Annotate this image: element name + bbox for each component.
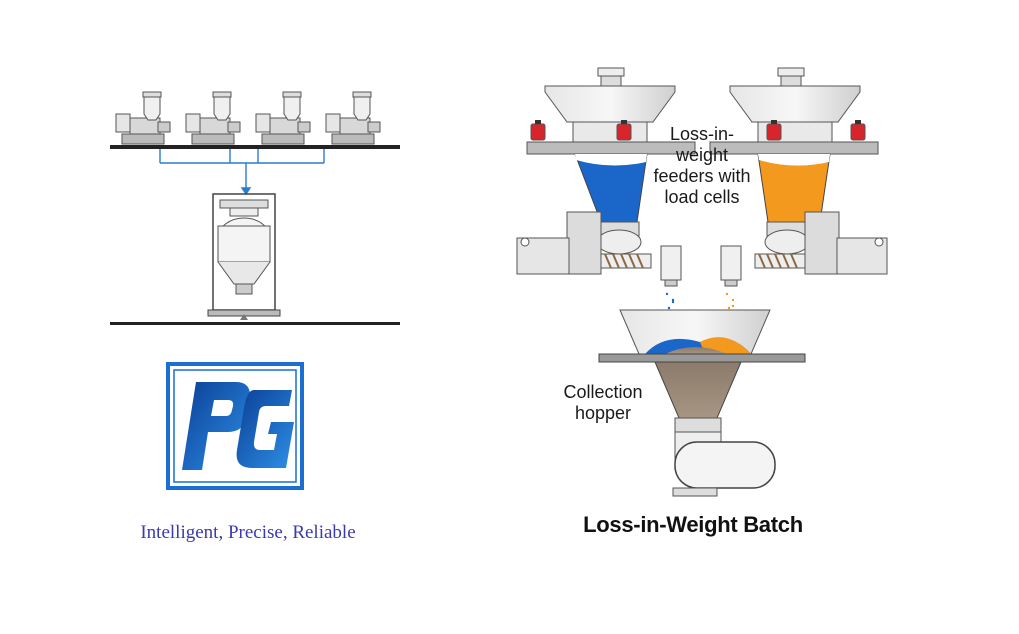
pg-logo <box>166 362 304 490</box>
upper-floor-beam <box>110 145 400 149</box>
feeder-label-line: feeders with <box>653 166 751 186</box>
feeder-label-line: Loss-in- <box>669 124 735 144</box>
small-feeder-3 <box>255 91 311 145</box>
logo-frame <box>166 362 304 490</box>
loss-in-weight-diagram <box>516 67 888 497</box>
feeder-line-schematic <box>110 91 400 325</box>
collection-hopper <box>598 309 806 497</box>
ibc-bin <box>207 193 281 320</box>
feeder-label-line: weight <box>675 145 729 165</box>
left-feeder <box>516 67 696 287</box>
hopper-label-line: Collection <box>563 382 643 402</box>
diagram-title: Loss-in-Weight Batch <box>583 512 803 537</box>
load-cell-icon <box>616 120 632 141</box>
right-feeder <box>709 67 888 287</box>
hopper-label-line: hopper <box>574 403 632 423</box>
logo-letter-g <box>236 390 294 468</box>
logo-tagline: Intelligent, Precise, Reliable <box>140 522 356 543</box>
load-cell-icon <box>850 120 866 141</box>
logo-letter-p <box>182 382 251 470</box>
small-feeder-1 <box>115 91 171 145</box>
logo-inner-frame <box>173 369 297 483</box>
small-feeder-4 <box>325 91 381 145</box>
hopper-label: Collection hopper <box>558 382 648 424</box>
discharge-lines <box>159 149 325 196</box>
feeder-label-line: load cells <box>664 187 740 207</box>
lower-floor-beam <box>110 322 400 325</box>
load-cell-icon <box>766 120 782 141</box>
feeder-label: Loss-in- weight feeders with load cells <box>646 124 758 208</box>
small-feeder-2 <box>185 91 241 145</box>
load-cell-icon <box>530 120 546 141</box>
